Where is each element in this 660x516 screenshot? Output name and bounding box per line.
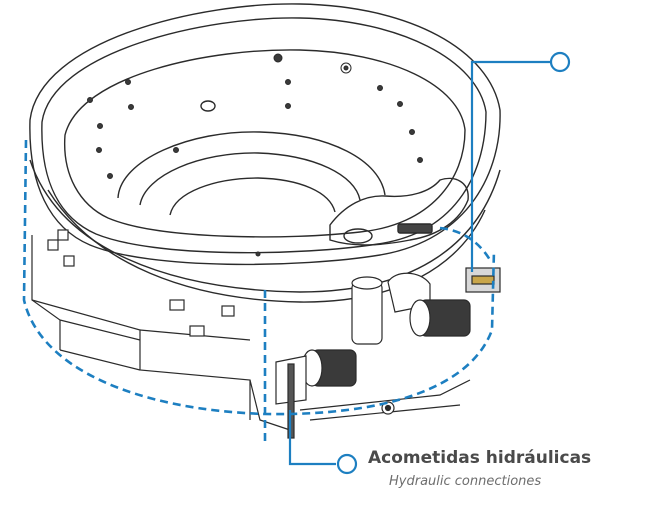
callout-marker-bottom xyxy=(336,453,358,475)
pump-and-filter xyxy=(275,267,501,439)
fittings xyxy=(47,229,235,337)
jets xyxy=(87,53,423,257)
hydraulic-zone-outline xyxy=(22,139,496,444)
tub-shell xyxy=(29,3,501,303)
callout-lines xyxy=(288,51,571,475)
callout-title: Acometidas hidráulicas xyxy=(368,448,592,468)
callout-subtitle: Hydraulic connectiones xyxy=(389,474,542,489)
callout-marker-top xyxy=(549,51,571,73)
